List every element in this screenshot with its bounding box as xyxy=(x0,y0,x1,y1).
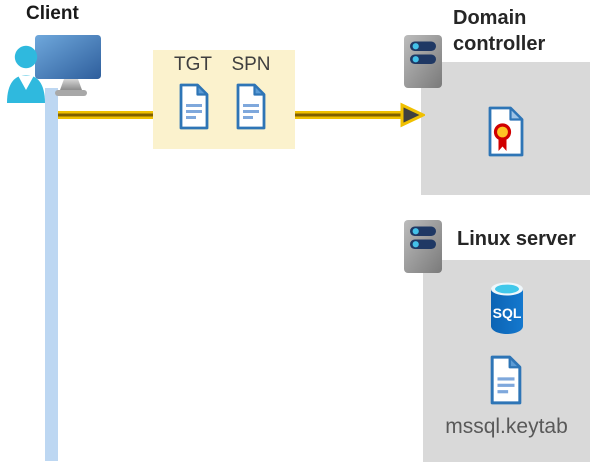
spn-document-icon xyxy=(236,83,266,130)
keytab-document-icon xyxy=(490,355,522,405)
arrow-head-icon xyxy=(400,102,425,128)
spn-label: SPN xyxy=(231,54,271,75)
client-computer-user-icon xyxy=(7,35,101,103)
certificate-icon xyxy=(488,106,524,157)
ticket-box: TGT SPN xyxy=(153,50,295,149)
monitor-icon xyxy=(35,35,101,96)
linux-server-icon xyxy=(404,220,442,273)
linux-server-title: Linux server xyxy=(457,228,576,250)
keytab-filename: mssql.keytab xyxy=(445,415,568,438)
tgt-label: TGT xyxy=(174,54,212,75)
sql-label: SQL xyxy=(493,305,522,321)
sql-database-icon: SQL xyxy=(491,282,523,334)
domain-controller-server-icon xyxy=(404,35,442,88)
tgt-document-icon xyxy=(179,83,209,130)
client-title: Client xyxy=(26,3,79,24)
user-icon xyxy=(7,45,45,103)
client-connection-line xyxy=(45,88,58,461)
domain-controller-title: Domain controller xyxy=(453,7,546,55)
